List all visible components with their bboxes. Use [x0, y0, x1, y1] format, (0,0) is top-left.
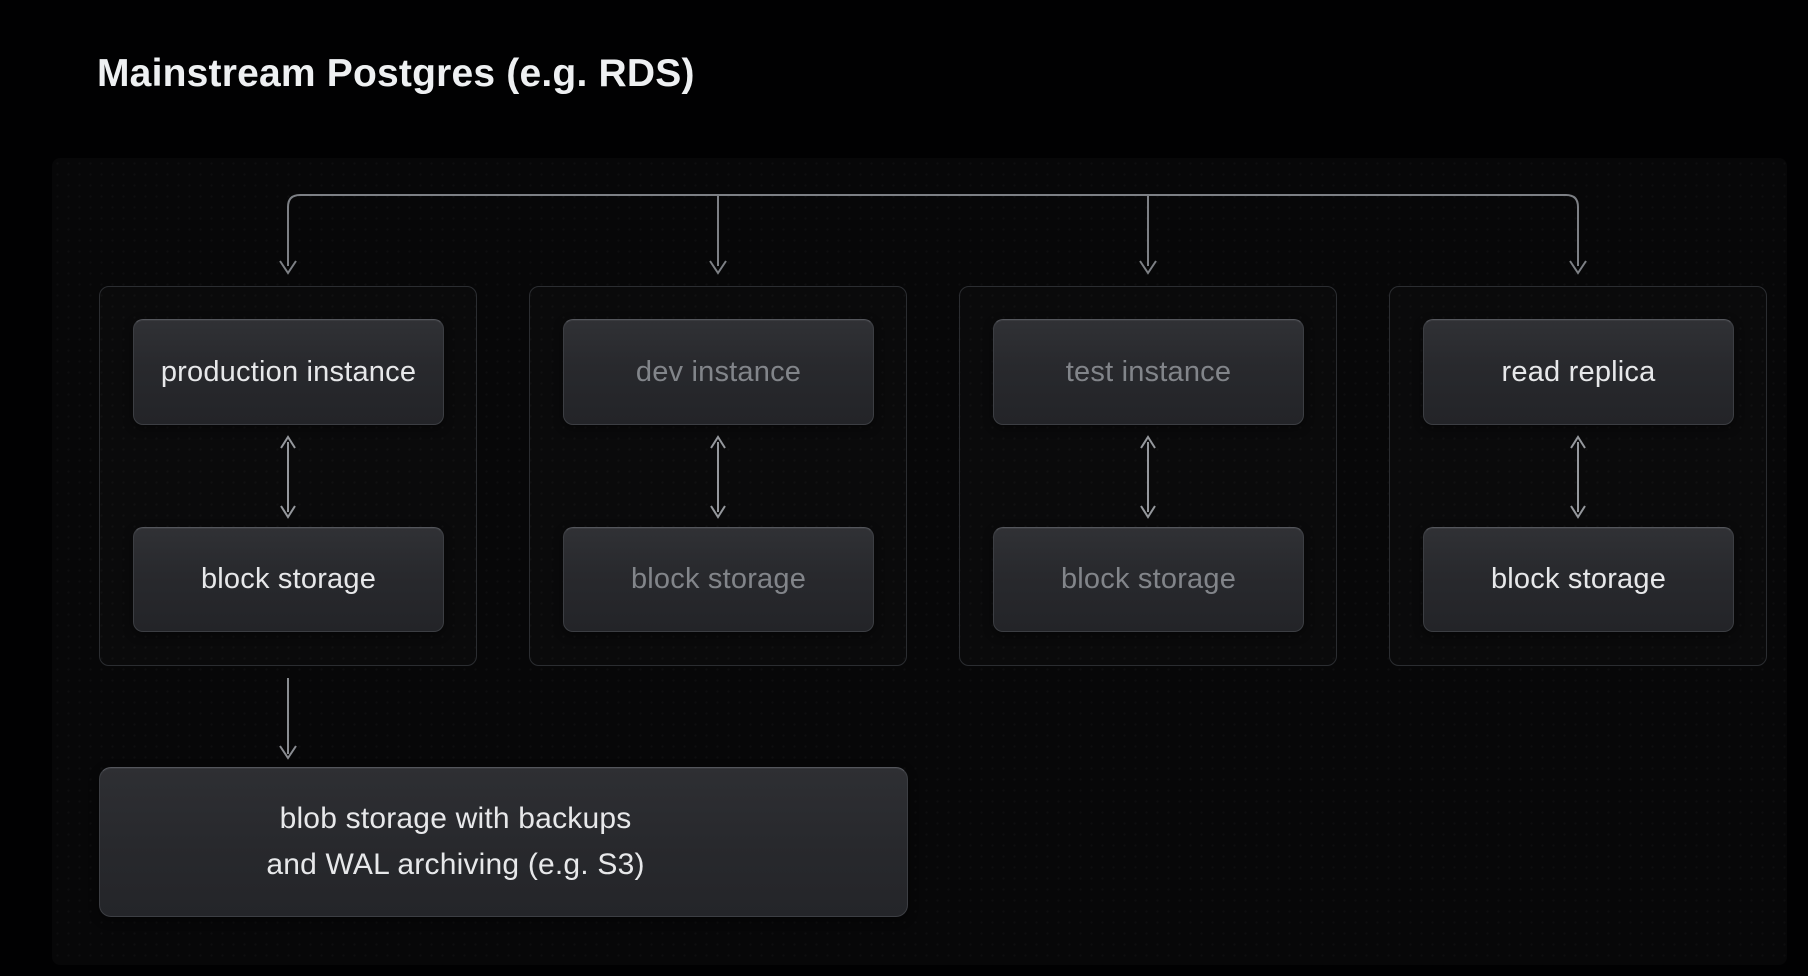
blob-storage-node: blob storage with backups and WAL archiv…: [99, 767, 908, 917]
group-test: test instance block storage: [959, 286, 1337, 666]
test-block-storage-node: block storage: [993, 527, 1304, 632]
production-instance-node: production instance: [133, 319, 444, 425]
replica-block-storage-label: block storage: [1490, 563, 1667, 595]
group-read-replica: read replica block storage: [1389, 286, 1767, 666]
test-block-storage-label: block storage: [1060, 563, 1237, 595]
group-production: production instance block storage: [99, 286, 477, 666]
dev-instance-node: dev instance: [563, 319, 874, 425]
diagram-panel: production instance block storage dev in…: [52, 158, 1787, 965]
dev-instance-label: dev instance: [635, 355, 802, 388]
blob-storage-label-line1: blob storage with backups: [279, 802, 632, 835]
read-replica-label: read replica: [1501, 355, 1656, 388]
replica-block-storage-node: block storage: [1423, 527, 1734, 632]
production-block-storage-node: block storage: [133, 527, 444, 632]
production-instance-label: production instance: [160, 355, 417, 388]
group-dev: dev instance block storage: [529, 286, 907, 666]
dev-block-storage-node: block storage: [563, 527, 874, 632]
blob-storage-label-line2: and WAL archiving (e.g. S3): [266, 848, 645, 881]
dev-block-storage-label: block storage: [630, 563, 807, 595]
page-title: Mainstream Postgres (e.g. RDS): [97, 52, 695, 95]
read-replica-node: read replica: [1423, 319, 1734, 425]
test-instance-node: test instance: [993, 319, 1304, 425]
test-instance-label: test instance: [1065, 355, 1232, 388]
production-block-storage-label: block storage: [200, 563, 377, 595]
